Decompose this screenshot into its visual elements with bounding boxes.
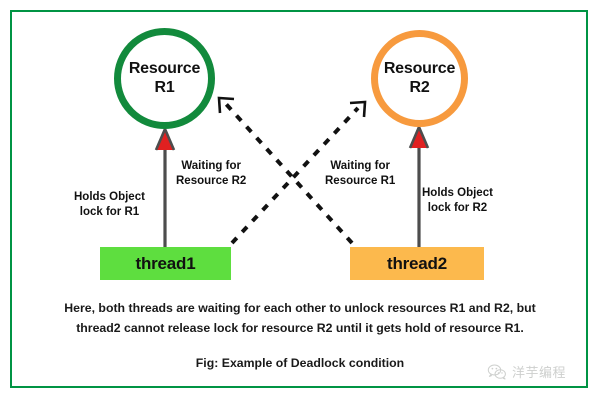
- figure-description-line1: Here, both threads are waiting for each …: [64, 301, 536, 315]
- figure-border: [10, 10, 588, 388]
- edge-label-holds-r1-line2: lock for R1: [79, 206, 140, 219]
- wechat-logo-icon: [487, 364, 506, 380]
- edge-label-waiting-r1: Waiting for Resource R1: [325, 159, 395, 189]
- edge-label-waiting-r1-line2: Resource R1: [325, 175, 396, 188]
- edge-label-waiting-r2-line1: Waiting for: [181, 160, 241, 172]
- thread2-label: thread2: [386, 253, 447, 273]
- edge-label-waiting-r2-line2: Resource R2: [176, 175, 247, 188]
- node-thread2[interactable]: thread2: [350, 247, 484, 280]
- edge-label-holds-r2-line1: Holds Object: [422, 187, 493, 199]
- resource-r2-label-line1: Resource: [383, 59, 456, 77]
- node-thread1[interactable]: thread1: [100, 247, 231, 280]
- watermark: 洋芋编程: [487, 362, 566, 381]
- node-resource-r2[interactable]: Resource R2: [371, 30, 468, 127]
- edge-label-holds-r2: Holds Object lock for R2: [422, 186, 493, 216]
- figure-description-line2: thread2 cannot release lock for resource…: [76, 320, 524, 335]
- watermark-text: 洋芋编程: [512, 366, 567, 381]
- edge-label-waiting-r2: Waiting for Resource R2: [176, 159, 246, 189]
- node-resource-r1[interactable]: Resource R1: [114, 28, 215, 129]
- edge-label-holds-r2-line2: lock for R2: [427, 202, 488, 215]
- edge-label-holds-r1: Holds Object lock for R1: [74, 190, 145, 220]
- figure-description: Here, both threads are waiting for each …: [24, 299, 576, 339]
- resource-r1-label-line1: Resource: [128, 59, 201, 77]
- resource-r2-label-line2: R2: [409, 78, 430, 96]
- edge-label-waiting-r1-line1: Waiting for: [330, 160, 390, 172]
- figure-title: Fig: Example of Deadlock condition: [195, 356, 405, 370]
- edge-label-holds-r1-line1: Holds Object: [74, 191, 145, 203]
- thread1-label: thread1: [135, 253, 196, 273]
- resource-r1-label-line2: R1: [154, 78, 175, 96]
